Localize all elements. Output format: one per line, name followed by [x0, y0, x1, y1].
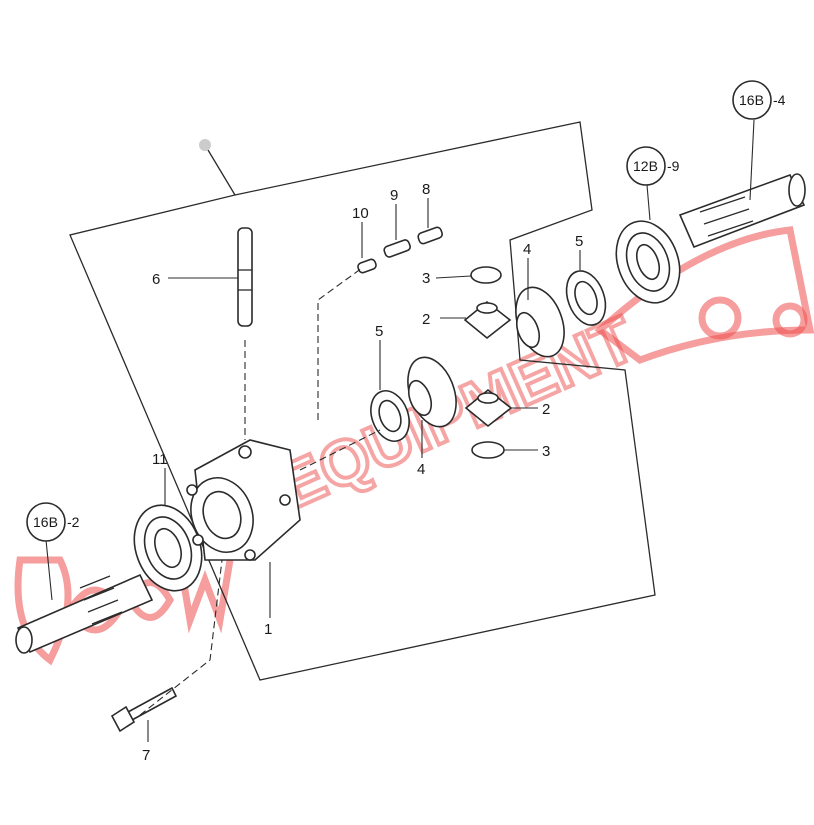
assembly-line-bolt — [139, 559, 223, 716]
bolt — [110, 686, 178, 733]
ref-suffix: -2 — [67, 514, 80, 530]
label-part-8: 8 — [422, 181, 430, 198]
marker-dot — [199, 139, 211, 151]
bearing-right — [615, 220, 681, 304]
watermark-text: EQUIPMENT — [268, 302, 645, 523]
leader-12b9 — [646, 184, 651, 221]
pin-8 — [417, 226, 444, 245]
left-axle-shaft — [15, 573, 154, 654]
label-part-9: 9 — [390, 187, 398, 204]
label-part-3-lower: 3 — [542, 443, 550, 460]
ref-code: 16B — [33, 514, 58, 530]
assembly-outline — [69, 121, 656, 681]
side-gear-right — [515, 286, 565, 358]
label-part-2-lower: 2 — [542, 401, 550, 418]
label-part-7: 7 — [142, 747, 150, 764]
label-part-11: 11 — [152, 451, 168, 468]
pinion-shaft — [237, 227, 253, 327]
leader-16b2 — [45, 539, 53, 601]
pinion-gear-upper — [463, 300, 512, 340]
ref-suffix: -9 — [667, 158, 680, 174]
right-axle-shaft — [678, 173, 806, 249]
leader-16b4 — [749, 119, 755, 201]
thrust-washer-lower — [471, 441, 505, 459]
label-part-6: 6 — [152, 271, 160, 288]
side-washer-right — [565, 270, 607, 326]
assembly-line-axis — [299, 429, 381, 471]
ref-callout-12b-9: 12B -9 — [626, 146, 680, 186]
label-part-10: 10 — [352, 205, 369, 222]
label-part-5-upper: 5 — [575, 233, 583, 250]
assembly-line-pin — [317, 267, 363, 420]
label-part-4-upper: 4 — [523, 241, 531, 258]
label-part-1: 1 — [264, 621, 272, 638]
ref-callout-16b-4: 16B -4 — [732, 80, 786, 120]
differential-case — [186, 439, 301, 561]
ref-code: 16B — [739, 92, 764, 108]
thrust-washer-upper — [470, 266, 502, 284]
pin-10 — [357, 258, 377, 274]
label-part-4-lower: 4 — [417, 461, 425, 478]
label-part-5-lower: 5 — [375, 323, 383, 340]
side-washer-left — [370, 390, 410, 442]
label-part-2-upper: 2 — [422, 311, 430, 328]
ref-suffix: -4 — [773, 92, 786, 108]
leader-3a — [435, 275, 472, 279]
ref-code: 12B — [633, 158, 658, 174]
label-part-3-upper: 3 — [422, 270, 430, 287]
pin-9 — [383, 239, 411, 258]
ref-callout-16b-2: 16B -2 — [26, 502, 80, 542]
side-gear-left — [407, 356, 457, 428]
